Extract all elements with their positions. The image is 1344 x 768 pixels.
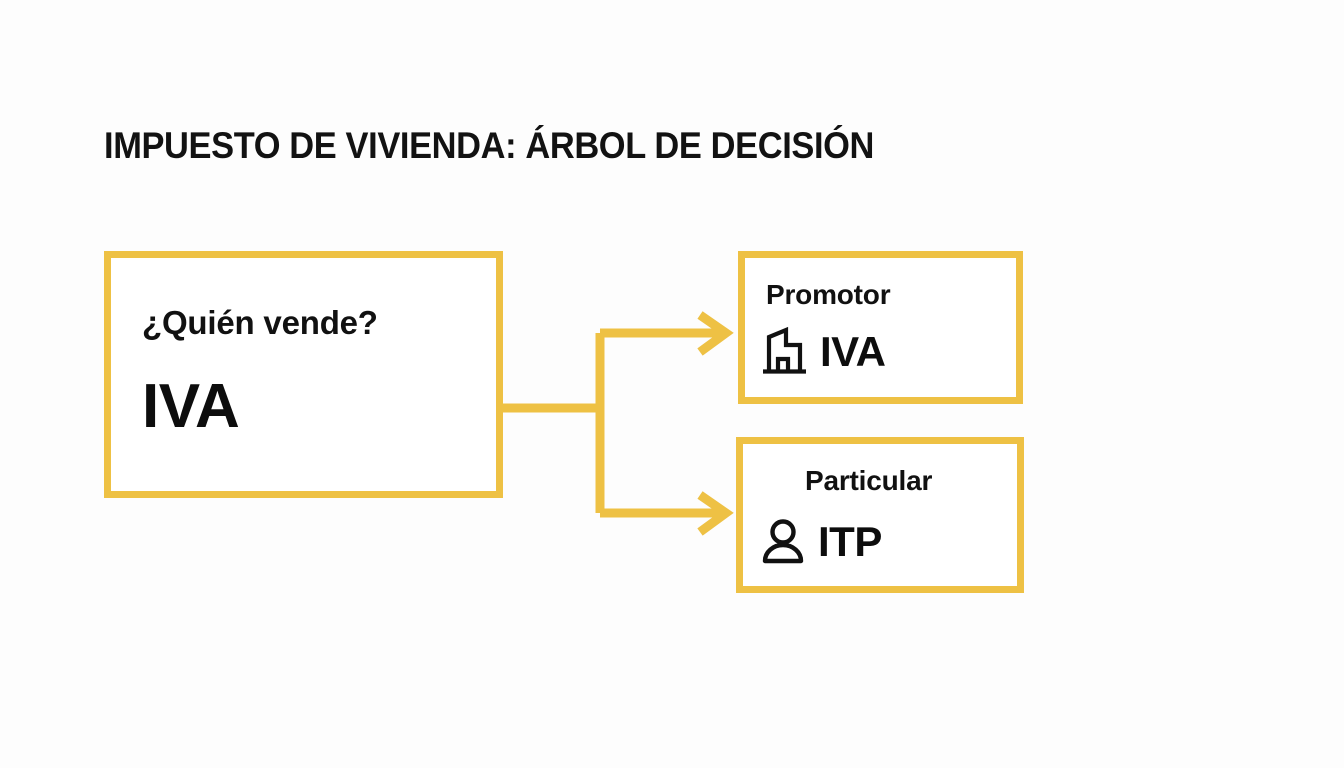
promotor-tax-text: IVA [820, 328, 886, 375]
branch-node-promotor[interactable]: Promotor IVA [738, 251, 1023, 404]
promotor-label: Promotor [766, 279, 891, 310]
building-icon [763, 326, 806, 374]
branch-node-particular[interactable]: Particular ITP [736, 437, 1024, 593]
root-question-text: ¿Quién vende? [142, 304, 378, 341]
root-tax-text: IVA [142, 372, 240, 441]
particular-label: Particular [805, 465, 933, 496]
arrowhead-promotor-icon [697, 311, 734, 356]
page-title: IMPUESTO DE VIVIENDA: ÁRBOL DE DECISIÓN [104, 125, 875, 166]
person-icon [762, 519, 804, 564]
arrowhead-particular-icon [697, 491, 734, 536]
particular-tax-text: ITP [818, 518, 882, 565]
root-decision-node[interactable]: ¿Quién vende? IVA [104, 251, 503, 498]
